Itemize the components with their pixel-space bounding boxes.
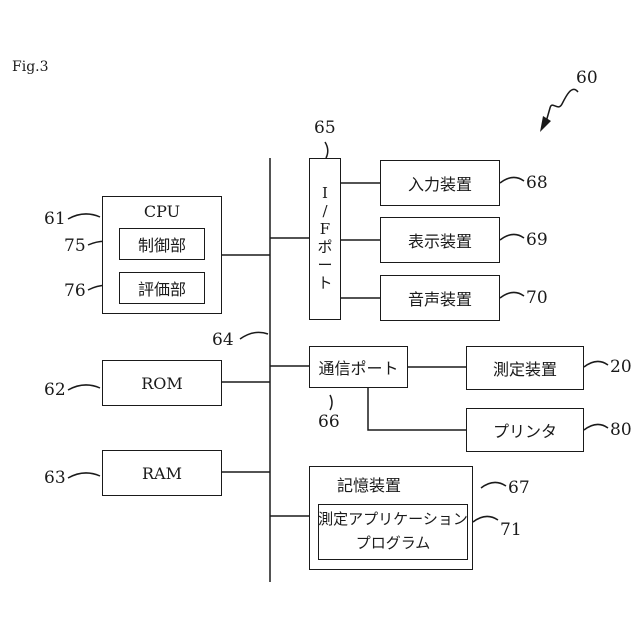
ref-60: 60 <box>576 70 598 87</box>
ref-71: 71 <box>500 522 522 539</box>
ref-62: 62 <box>44 382 66 399</box>
ref-68: 68 <box>526 175 548 192</box>
measurement-app-line1: 測定アプリケーション <box>318 512 468 527</box>
if-port-label: I / F ポ ー ト <box>309 184 341 292</box>
cpu-title: CPU <box>102 204 222 220</box>
storage-title: 記憶装置 <box>309 478 429 494</box>
ref-60-arrowhead <box>540 116 551 132</box>
control-unit-box: 制御部 <box>119 228 205 260</box>
figure-label: Fig.3 <box>12 60 49 74</box>
ref-66: 66 <box>318 414 340 431</box>
measuring-device-box: 測定装置 <box>466 346 584 390</box>
ref-70: 70 <box>526 290 548 307</box>
ref-64: 64 <box>212 332 234 349</box>
ram-box: RAM <box>102 450 222 496</box>
evaluation-unit-box: 評価部 <box>119 272 205 304</box>
ref-69: 69 <box>526 232 548 249</box>
audio-device-box: 音声装置 <box>380 275 500 321</box>
ref-80: 80 <box>610 422 632 439</box>
rom-box: ROM <box>102 360 222 406</box>
ref-65: 65 <box>314 120 336 137</box>
ref-67: 67 <box>508 480 530 497</box>
ref-76: 76 <box>64 283 86 300</box>
ref-63: 63 <box>44 470 66 487</box>
printer-box: プリンタ <box>466 408 584 452</box>
ref-60-squiggle <box>546 89 578 122</box>
ref-75: 75 <box>64 238 86 255</box>
comm-port-box: 通信ポート <box>309 346 408 388</box>
ref-61: 61 <box>44 211 66 228</box>
input-device-box: 入力装置 <box>380 160 500 206</box>
display-device-box: 表示装置 <box>380 217 500 263</box>
measurement-app-line2: プログラム <box>318 536 468 551</box>
ref-20: 20 <box>610 359 632 376</box>
